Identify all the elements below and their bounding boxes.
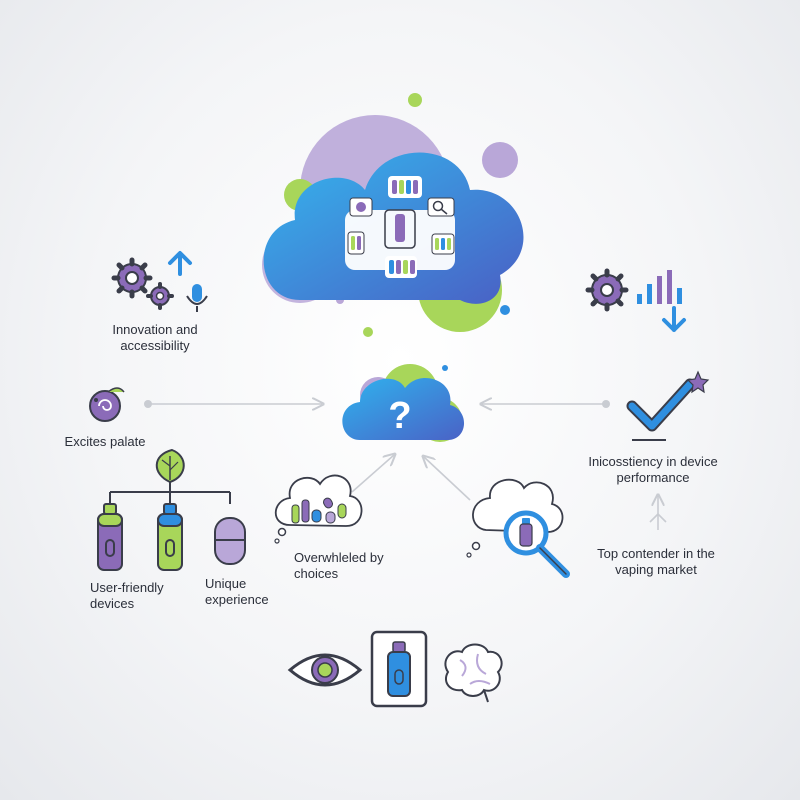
thought-bubble-icon xyxy=(274,474,363,544)
magnifier-bubble xyxy=(466,478,570,578)
question-cloud-group: ? xyxy=(342,364,465,442)
device-tree-lines xyxy=(109,482,231,504)
gear-icon xyxy=(146,282,174,310)
label-user-friendly: User-friendly devices xyxy=(90,580,164,611)
eye-icon xyxy=(287,653,363,687)
pod-device-icon xyxy=(214,517,246,565)
gear-icon xyxy=(585,268,629,312)
brain-icon xyxy=(444,643,503,703)
berry-icon xyxy=(89,387,125,422)
connector-arrows xyxy=(144,400,667,530)
magnifier-icon xyxy=(503,510,570,578)
bar-chart-icon xyxy=(637,270,682,304)
vape-device-icon xyxy=(157,503,183,571)
gear-icon xyxy=(111,257,153,299)
arrow-up-icon xyxy=(168,251,192,276)
inconsistency-top-icons xyxy=(585,268,686,332)
question-cloud-icon xyxy=(342,377,465,440)
star-icon xyxy=(686,370,710,394)
label-inconsistency: Inicosstiency in device performance xyxy=(588,454,718,485)
arrow-down-icon xyxy=(662,306,686,332)
label-unique-experience: Unique experience xyxy=(205,576,269,607)
innovation-icons xyxy=(111,251,208,312)
question-mark: ? xyxy=(388,395,411,437)
leaf-icon xyxy=(155,448,185,484)
checkmark-icon xyxy=(626,378,696,441)
top-cloud-group xyxy=(262,93,524,337)
label-excites-palate: Excites palate xyxy=(64,434,146,449)
device-card xyxy=(370,630,428,708)
vape-device-icon xyxy=(97,503,123,571)
label-top-contender: Top contender in the vaping market xyxy=(597,546,715,577)
label-overwhelmed: Overwhleled by choices xyxy=(294,550,384,581)
label-innovation: Innovation and accessibility xyxy=(112,322,198,353)
microphone-icon xyxy=(186,284,208,312)
product-grid xyxy=(345,176,455,278)
